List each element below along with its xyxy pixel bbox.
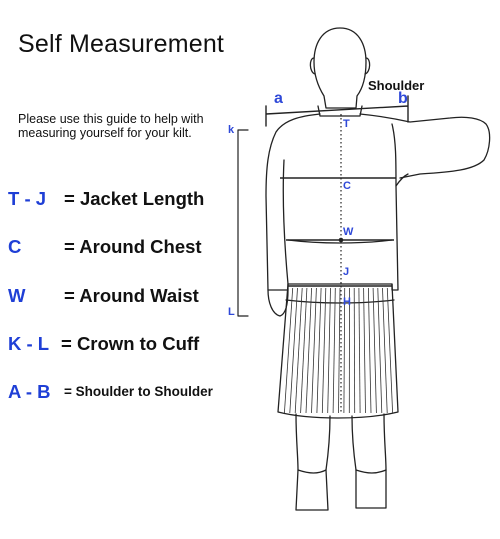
label-a: a — [274, 90, 283, 107]
crown-to-cuff-bracket — [237, 129, 249, 317]
kilt-pleat — [353, 287, 356, 414]
kilt-pleat — [332, 287, 336, 414]
label-j: J — [343, 266, 350, 278]
legend-desc: = Crown to Cuff — [61, 333, 200, 354]
kilt-pleats — [284, 287, 393, 414]
label-c: C — [343, 180, 351, 192]
kilt-pleat — [294, 287, 303, 414]
legend-shoulder-to-shoulder: A - B = Shoulder to Shoulder — [8, 381, 213, 403]
kilt-pleat — [311, 287, 317, 414]
kilt-pleat — [368, 287, 372, 414]
legend-around-chest: C = Around Chest — [8, 236, 202, 258]
kilt-pleat — [338, 287, 341, 414]
legend-code: C — [8, 236, 22, 257]
page-title: Self Measurement — [18, 30, 225, 58]
kilt-pleat — [316, 287, 322, 414]
kilt-pleat — [343, 287, 346, 414]
intro-text: Please use this guide to help with measu… — [18, 112, 204, 140]
kilt-pleat — [300, 287, 308, 414]
legend-desc: = Around Waist — [64, 285, 199, 306]
figure-ear-left — [309, 57, 316, 75]
label-k: k — [228, 124, 235, 136]
kilt-pleat — [372, 287, 377, 414]
legend-code: A - B — [8, 381, 51, 402]
figure-left-arm — [282, 159, 289, 285]
legend-around-waist: W = Around Waist — [8, 285, 199, 307]
legend-desc: = Shoulder to Shoulder — [64, 384, 213, 399]
kilt-pleat — [321, 287, 327, 414]
label-l: L — [228, 306, 235, 318]
shoulder-line — [265, 95, 409, 127]
figure-left-hand — [267, 289, 289, 317]
figure-kilt — [277, 283, 399, 419]
kilt-pleat — [382, 287, 388, 414]
legend-desc: = Jacket Length — [64, 188, 205, 209]
figure-raised-arm — [359, 113, 491, 179]
label-b: b — [398, 90, 408, 107]
kilt-pleat — [327, 287, 331, 414]
kilt-pleat — [386, 287, 393, 414]
figure-leg-left — [295, 413, 331, 511]
legend-jacket-length: T - J = Jacket Length — [8, 188, 204, 210]
label-h: H — [343, 296, 351, 308]
shoulder-label: Shoulder — [368, 78, 425, 93]
kilt-pleat — [377, 287, 383, 414]
figure-jacket-outline — [265, 113, 409, 291]
figure-ear-right — [364, 57, 371, 75]
label-t: T — [343, 118, 350, 130]
kilt-pleat — [358, 287, 361, 414]
legend-code: T - J — [8, 188, 47, 209]
kilt-pleat — [363, 287, 366, 414]
waist-point — [338, 237, 344, 243]
kilt-pleat — [289, 287, 298, 414]
figure-head — [313, 27, 367, 109]
legend-desc: = Around Chest — [64, 236, 202, 257]
kilt-pleat — [305, 287, 312, 414]
legend-crown-to-cuff: K - L = Crown to Cuff — [8, 333, 199, 355]
label-w: W — [343, 226, 354, 238]
figure-leg-right — [351, 413, 387, 509]
legend-code: W — [8, 285, 26, 306]
legend-code: K - L — [8, 333, 50, 354]
kilt-pleat — [284, 287, 294, 414]
